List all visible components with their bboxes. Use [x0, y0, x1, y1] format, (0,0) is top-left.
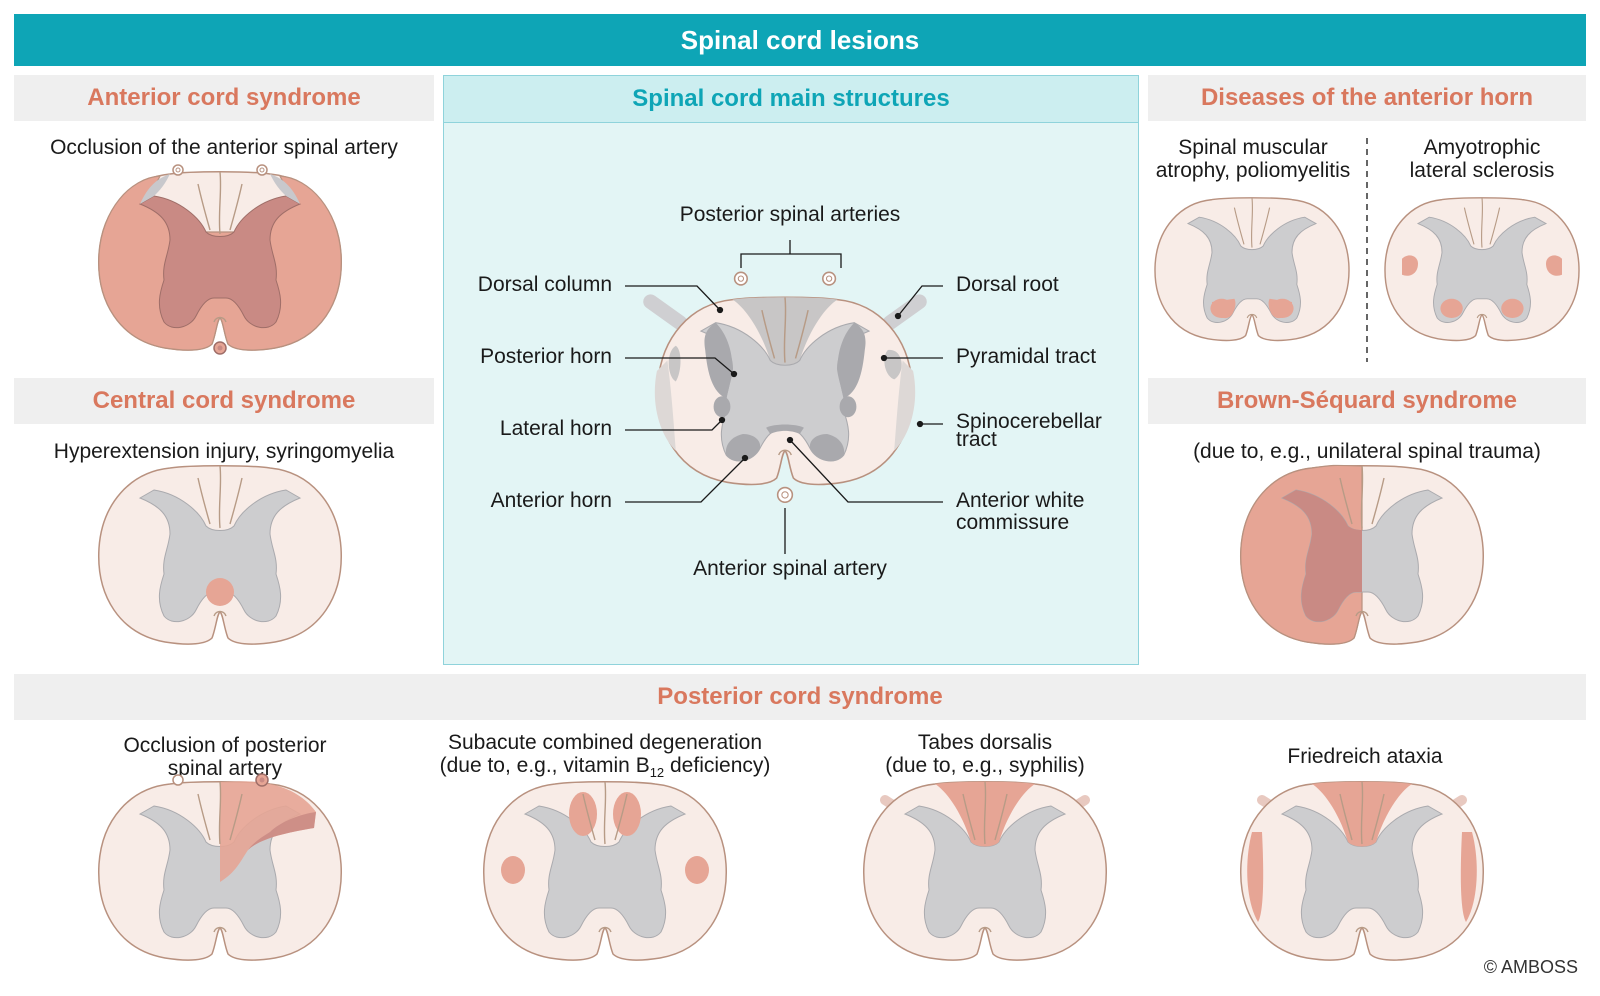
als-diagram — [1384, 197, 1580, 342]
central-cord-description: Hyperextension injury, syringomyelia — [53, 440, 395, 463]
posterior-item-2-label: Subacute combined degeneration (due to, … — [410, 731, 800, 784]
page-title: Spinal cord lesions — [14, 14, 1586, 66]
label-spinocerebellar-tract: Spinocerebellar tract — [956, 410, 1102, 451]
brown-sequard-diagram — [1239, 464, 1485, 645]
copyright: © AMBOSS — [1483, 957, 1578, 977]
posterior-cord-heading: Posterior cord syndrome — [14, 674, 1586, 720]
label-awc-line2: commissure — [956, 511, 1070, 534]
anterior-cord-heading: Anterior cord syndrome — [14, 75, 434, 121]
sma-polio-line2: atrophy, poliomyelitis — [1155, 159, 1351, 182]
posterior-item-4-label: Friedreich ataxia — [1200, 745, 1530, 768]
posterior-item-1-label: Occlusion of posterior spinal artery — [60, 734, 390, 780]
label-pyramidal-tract: Pyramidal tract — [956, 345, 1097, 368]
tabes-dorsalis-diagram — [862, 781, 1108, 961]
sma-polio-label: Spinal muscular atrophy, poliomyelitis — [1146, 136, 1360, 182]
anterior-cord-description: Occlusion of the anterior spinal artery — [50, 136, 398, 159]
posterior-artery-occlusion-diagram — [97, 773, 343, 961]
als-line2: lateral sclerosis — [1409, 159, 1555, 182]
label-anterior-horn: Anterior horn — [490, 489, 612, 512]
posterior-item-2-line2: (due to, e.g., vitamin B12 deficiency) — [410, 754, 800, 784]
label-spinocerebellar-line2: tract — [956, 428, 997, 451]
label-anterior-spinal-artery: Anterior spinal artery — [693, 557, 887, 580]
friedreich-ataxia-diagram — [1239, 781, 1485, 961]
posterior-item-1-line1: Occlusion of posterior — [123, 734, 327, 757]
central-cord-heading: Central cord syndrome — [14, 378, 434, 424]
anterior-horn-diseases-heading: Diseases of the anterior horn — [1148, 75, 1586, 121]
als-line1: Amyotrophic — [1423, 136, 1541, 159]
label-dorsal-root: Dorsal root — [956, 273, 1059, 296]
central-cord-diagram — [97, 465, 343, 645]
posterior-item-2-line2-sub: 12 — [649, 765, 665, 781]
label-lateral-horn: Lateral horn — [499, 417, 612, 440]
label-posterior-horn: Posterior horn — [480, 345, 612, 368]
posterior-item-3-label: Tabes dorsalis (due to, e.g., syphilis) — [820, 731, 1150, 777]
sma-diagram — [1154, 197, 1350, 342]
subacute-combined-degeneration-diagram — [482, 781, 728, 961]
posterior-item-2-line2-post: deficiency) — [664, 754, 771, 777]
posterior-item-2-line2-pre: (due to, e.g., vitamin B — [439, 754, 650, 777]
label-spinocerebellar-line1: Spinocerebellar — [956, 410, 1102, 433]
anterior-cord-diagram — [97, 164, 343, 355]
posterior-item-3-line2: (due to, e.g., syphilis) — [885, 754, 1085, 777]
label-awc-line1: Anterior white — [956, 489, 1085, 512]
center-heading: Spinal cord main structures — [443, 75, 1139, 123]
label-posterior-spinal-arteries: Posterior spinal arteries — [679, 203, 901, 226]
brown-sequard-heading: Brown-Séquard syndrome — [1148, 378, 1586, 424]
als-label: Amyotrophic lateral sclerosis — [1382, 136, 1582, 182]
sma-polio-line1: Spinal muscular — [1178, 136, 1328, 159]
posterior-item-4-line1: Friedreich ataxia — [1287, 745, 1443, 768]
brown-sequard-description: (due to, e.g., unilateral spinal trauma) — [1193, 440, 1541, 463]
posterior-item-3-line1: Tabes dorsalis — [917, 731, 1053, 754]
label-anterior-white-commissure: Anterior white commissure — [956, 490, 1084, 534]
posterior-item-2-line1: Subacute combined degeneration — [447, 731, 763, 754]
label-dorsal-column: Dorsal column — [477, 273, 612, 296]
posterior-item-1-line2: spinal artery — [167, 757, 283, 780]
